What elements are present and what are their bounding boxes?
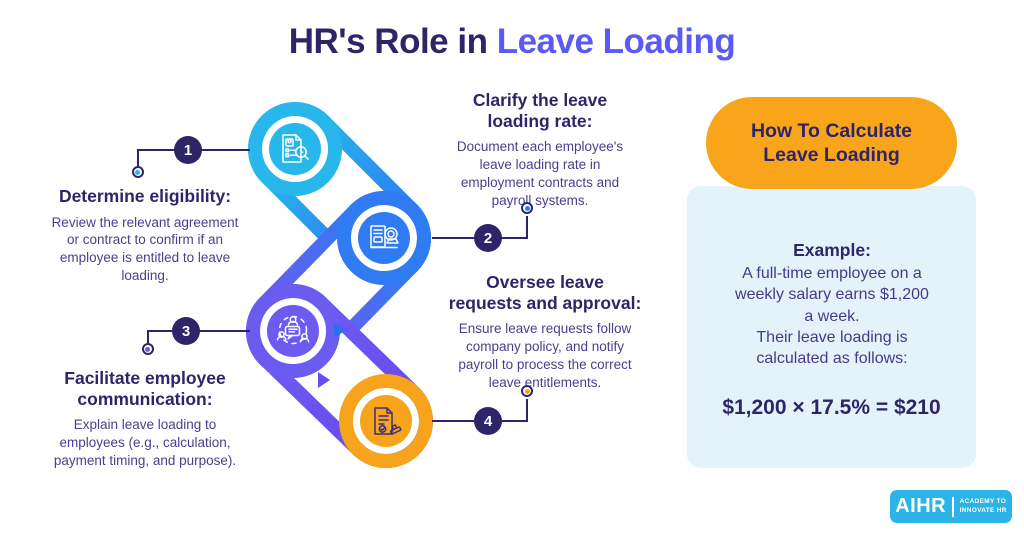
step-1-text-block: Determine eligibility: Review the releva… (30, 186, 260, 285)
step-2-body: Document each employee's leave loading r… (456, 139, 624, 208)
rate-review-icon (370, 225, 399, 249)
step-4-body: Ensure leave requests follow company pol… (458, 321, 632, 390)
step-3-heading: Facilitate employee communication: (64, 368, 226, 409)
step-4-connector-line (526, 399, 528, 420)
step-4-disc (360, 395, 412, 447)
stamp-approval-icon (374, 407, 402, 435)
step-2-text-block: Clarify the leave loading rate: Document… (440, 90, 640, 210)
step-3-connector-line (147, 330, 149, 344)
calculation-panel (687, 186, 976, 468)
step-2-heading: Clarify the leave loading rate: (472, 90, 608, 131)
step-1-disc (269, 123, 321, 175)
step-1-heading: Determine eligibility: (58, 186, 232, 206)
step-1-ring (248, 102, 342, 196)
flow-arrow-icon (318, 372, 330, 388)
step-2-ring (337, 191, 431, 285)
step-3-body: Explain leave loading to employees (e.g.… (53, 417, 237, 468)
step-1-number-badge: 1 (174, 136, 202, 164)
step-4-heading: Oversee leave requests and approval: (448, 272, 642, 313)
example-body: A full-time employee on a weekly salary … (735, 265, 929, 368)
step-4-connector-dot (521, 385, 533, 397)
aihr-logo: AIHR ACADEMY TO INNOVATE HR (890, 490, 1012, 523)
step-4-ring (339, 374, 433, 468)
step-1-connector-dot (131, 166, 144, 178)
step-3-ring (246, 284, 340, 378)
step-2-connector-dot (521, 202, 533, 214)
step-3-number-badge: 3 (172, 317, 200, 345)
page-title-prefix: HR's Role in (288, 22, 497, 61)
communication-icon (276, 315, 310, 345)
step-2-disc (358, 212, 410, 264)
eligibility-document-icon (282, 134, 309, 163)
aihr-logo-text: AIHR (895, 495, 947, 517)
step-2-number-badge: 2 (474, 224, 502, 252)
logo-tagline: ACADEMY TO INNOVATE HR (960, 498, 1007, 516)
logo-divider (952, 496, 954, 517)
logo-tagline-line1: ACADEMY TO (959, 497, 1007, 505)
step-1-connector-line (137, 149, 139, 166)
logo-tagline-line2: INNOVATE HR (959, 506, 1007, 514)
example-label: Example: (793, 240, 871, 260)
step-4-number-badge: 4 (474, 407, 502, 435)
flow-arrow-icon (334, 322, 346, 338)
leave-loading-formula: $1,200 × 17.5% = $210 (722, 396, 941, 419)
step-3-connector-dot (141, 343, 154, 355)
calculation-panel-title: How To Calculate Leave Loading (706, 97, 957, 189)
step-1-body: Review the relevant agreement or contrac… (51, 214, 239, 284)
page-title-highlight: Leave Loading (496, 22, 736, 61)
example-section: Example: A full-time employee on a weekl… (700, 240, 964, 369)
step-4-text-block: Oversee leave requests and approval: Ens… (437, 272, 653, 392)
step-2-connector-line (526, 216, 528, 237)
step-3-text-block: Facilitate employee communication: Expla… (30, 368, 260, 470)
page-title: HR's Role in Leave Loading (0, 22, 1024, 62)
